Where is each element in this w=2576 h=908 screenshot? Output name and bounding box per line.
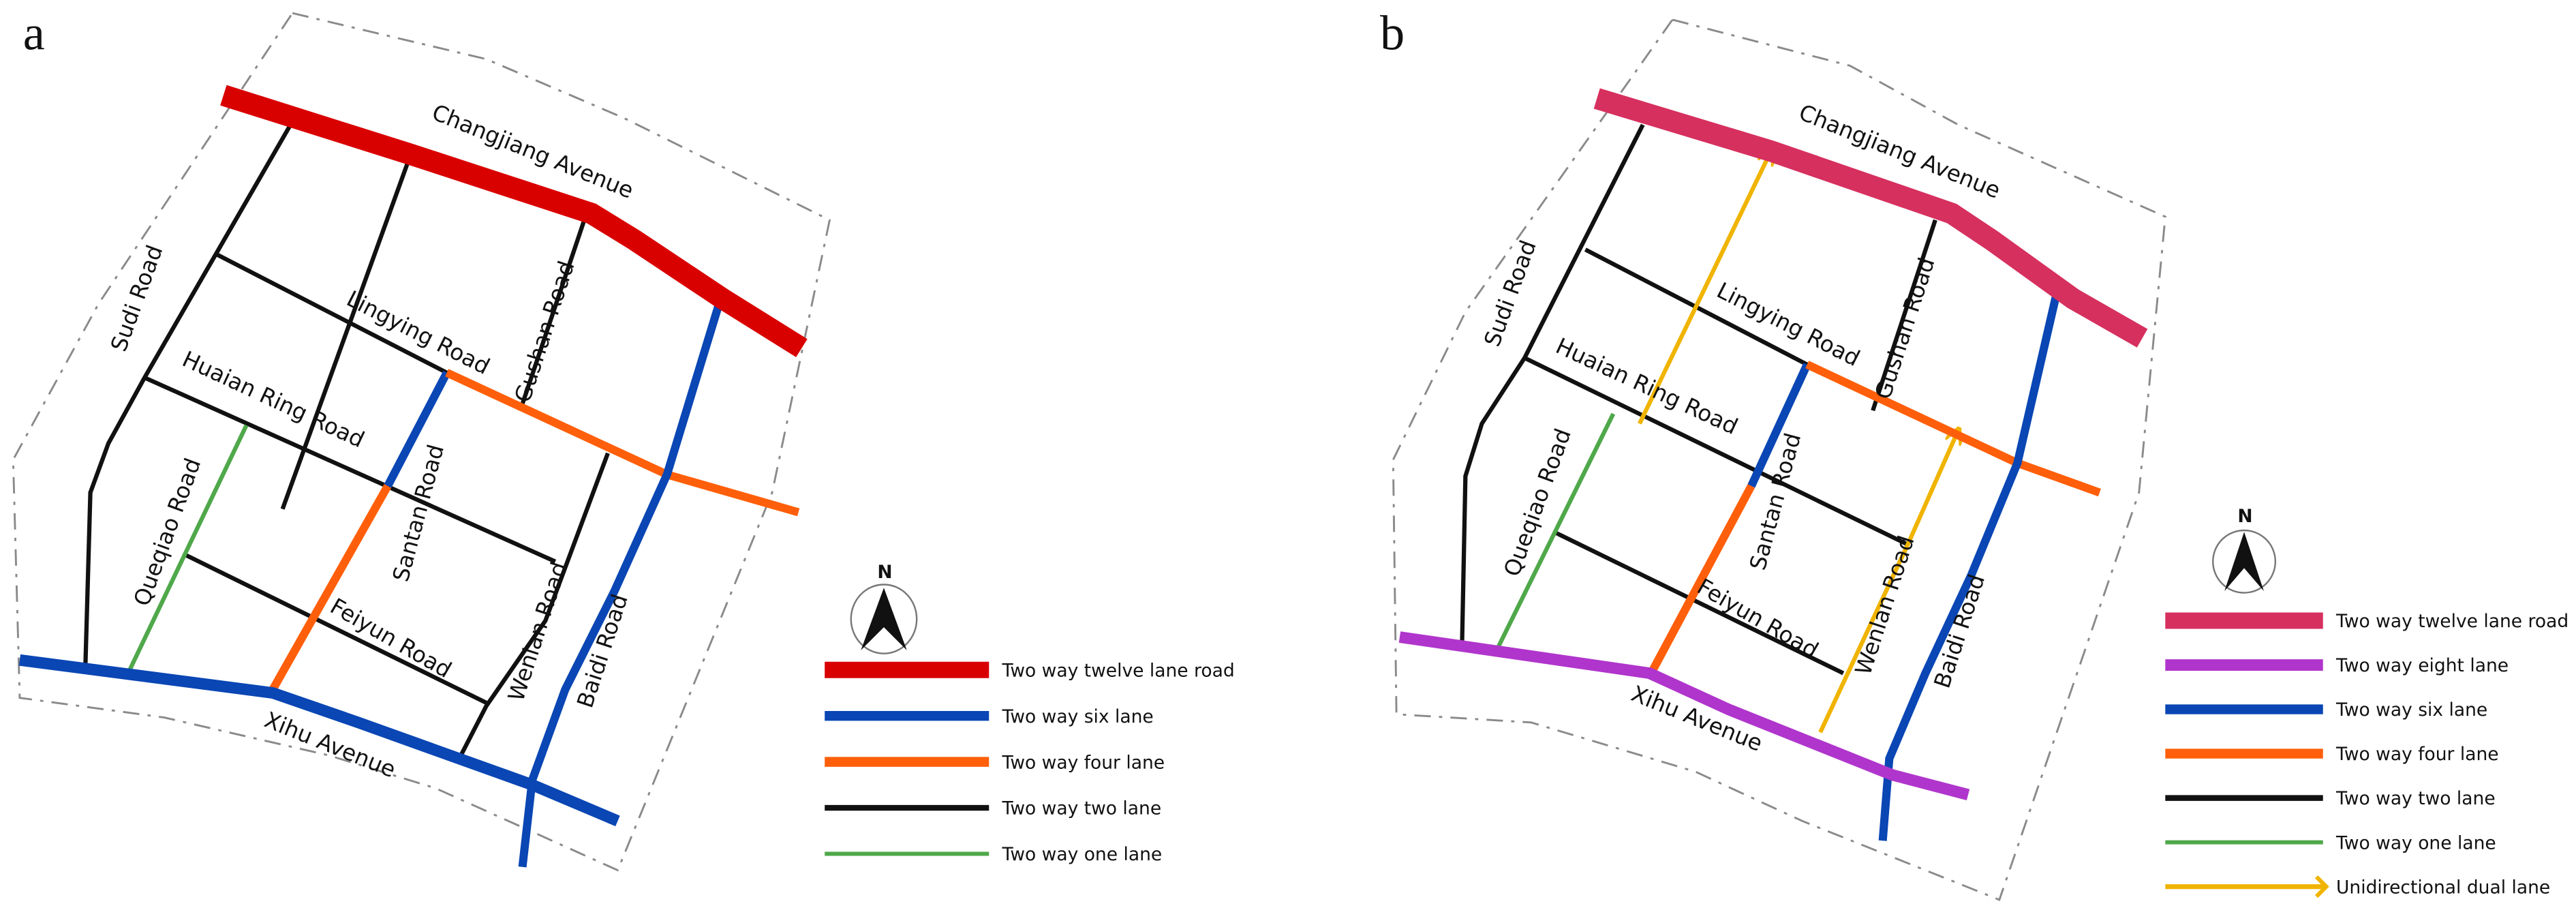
label-feiyun: Feiyun Road (326, 593, 456, 683)
label-santan: Santan Road (1745, 430, 1806, 573)
road-huaian (1523, 356, 1910, 547)
legend-label: Two way one lane (2335, 832, 2496, 853)
label-baidi: Baidi Road (1929, 571, 1991, 691)
legend-label: Two way eight lane (2335, 655, 2509, 676)
legend-item: Two way twelve lane road (2165, 611, 2569, 632)
label-wenlan: Wenlan Road (503, 559, 572, 705)
legend-label: Two way six lane (2335, 699, 2487, 721)
road-lingying-west (215, 252, 448, 375)
road-changjiang (220, 85, 808, 357)
panel-letter: b (1380, 5, 1405, 60)
arrowhead-icon (2314, 875, 2329, 898)
label-sudi: Sudi Road (1479, 237, 1541, 350)
road-xihu (1398, 631, 1970, 800)
north-label: N (877, 562, 892, 583)
label-queqiao: Queqiao Road (1499, 425, 1576, 580)
two-lane-roads (1460, 123, 1937, 676)
legend-item: Two way one lane (825, 844, 1162, 865)
legend-label: Two way four lane (1002, 752, 1165, 773)
road-queqiao (1496, 412, 1616, 648)
legend-item: Two way six lane (825, 706, 1154, 727)
compass-ring-icon (2212, 529, 2277, 594)
road-santan-north (384, 370, 451, 488)
north-arrow-icon (2224, 532, 2264, 592)
road-baidi (518, 301, 724, 868)
legend-item: Unidirectional dual lane (2165, 875, 2550, 898)
legend-label: Two way twelve lane road (2335, 611, 2569, 632)
road-huaian (143, 376, 557, 564)
legend-item: Two way four lane (825, 752, 1165, 773)
legend-label: Two way six lane (1002, 706, 1154, 727)
legend-label: Two way four lane (2335, 744, 2499, 765)
road-sudi (83, 120, 294, 665)
label-gushan: Gushan Road (1870, 254, 1940, 402)
study-area-boundary (1392, 18, 2166, 901)
road-feiyun (185, 553, 487, 705)
road-santan-north (1747, 363, 1811, 488)
legend-item: Two way four lane (2165, 744, 2499, 765)
north-arrow: N (850, 562, 918, 654)
road-wenlan (455, 452, 610, 765)
road-santan-south (269, 484, 392, 692)
legend-item: Two way two lane (825, 798, 1161, 819)
road-lingying-east (445, 369, 800, 517)
road-xihu (18, 654, 620, 827)
label-feiyun: Feiyun Road (1693, 573, 1823, 663)
legend-item: Two way eight lane (2165, 655, 2509, 676)
road-changjiang (1593, 88, 2148, 348)
road-oneway-north (1638, 151, 1771, 425)
label-sudi: Sudi Road (106, 242, 168, 355)
road-feiyun (1553, 530, 1845, 676)
compass-ring-icon (850, 584, 918, 654)
panel-a: a Changjiang Avenue Sudi Road Lingying R… (12, 5, 1235, 872)
north-arrow-icon (861, 588, 907, 650)
road-santan-south (1646, 484, 1755, 679)
legend-item: Two way six lane (2165, 699, 2487, 721)
label-lingying: Lingying Road (1713, 277, 1864, 372)
road-wenlan-oneway (1818, 430, 1959, 733)
north-label: N (2237, 506, 2252, 527)
label-gushan: Gushan Road (510, 258, 580, 406)
north-arrow: N (2212, 506, 2277, 594)
two-lane-roads (83, 120, 610, 765)
road-gushan (1871, 219, 1937, 412)
panel-letter: a (23, 5, 45, 60)
legend-item: Two way one lane (2165, 832, 2496, 853)
label-wenlan: Wenlan Road (1850, 532, 1920, 678)
legend-label: Unidirectional dual lane (2336, 877, 2550, 898)
road-lingying-east (1805, 361, 2101, 497)
road-sudi (1460, 123, 1645, 641)
legend-label: Two way twelve lane road (1002, 660, 1235, 681)
panel-b: b Changjiang Avenue Sudi Road Lingying R… (1380, 5, 2569, 901)
legend-label: Two way two lane (1002, 798, 1162, 819)
road-queqiao (126, 424, 249, 674)
legend-item: Two way twelve lane road (825, 660, 1235, 681)
legend-item: Two way two lane (2165, 788, 2496, 809)
legend-label: Two way one lane (1002, 844, 1163, 865)
road-gushan (520, 213, 589, 405)
legend-label: Two way two lane (2335, 788, 2496, 809)
